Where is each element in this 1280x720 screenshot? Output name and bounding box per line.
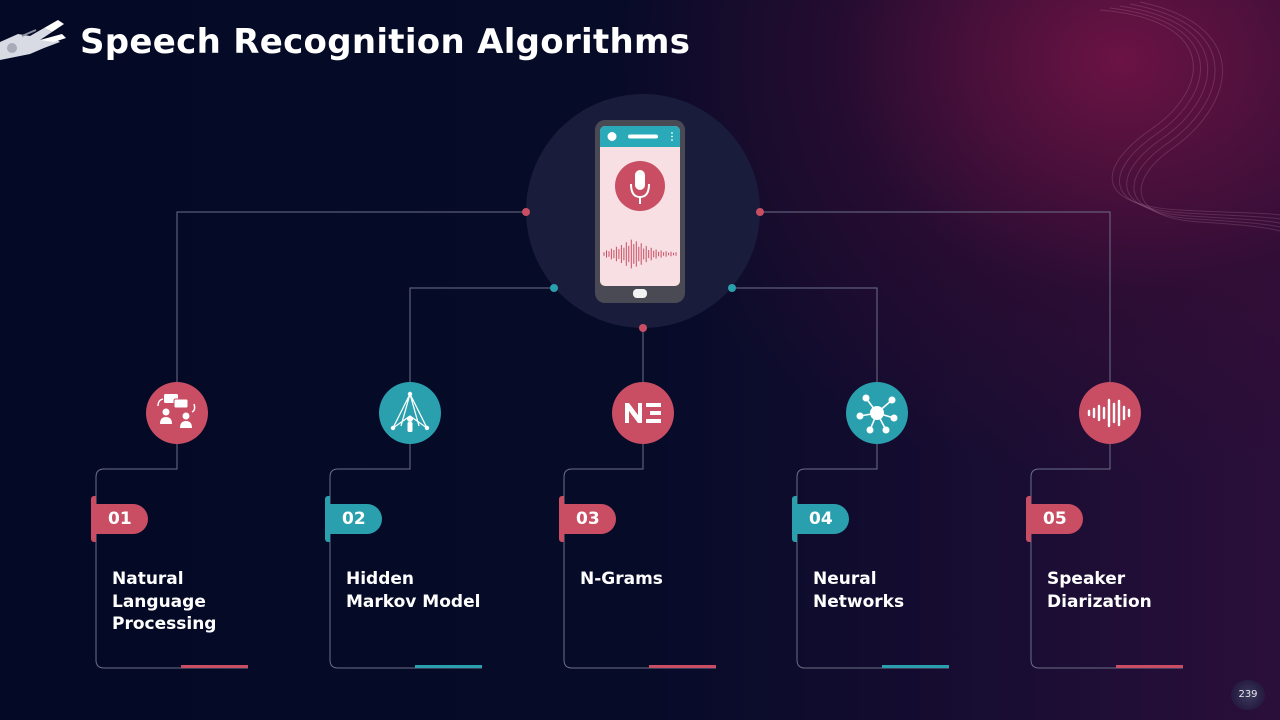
card-accent-strip xyxy=(415,665,482,668)
network-triangle-icon xyxy=(379,382,441,444)
item-number-badge: 05 xyxy=(1026,496,1083,542)
item-label-neural-networks: Neural Networks xyxy=(813,569,905,612)
card-accent-strip xyxy=(882,665,949,668)
item-label-speaker-diarization: Speaker Diarization xyxy=(1047,569,1152,612)
n-grams-logo-icon xyxy=(612,382,674,444)
card-accent-strip xyxy=(181,665,248,668)
item-label-hidden-markov-model: Hidden Markov Model xyxy=(346,569,481,612)
item-number-badge: 03 xyxy=(559,496,616,542)
card-accent-strip xyxy=(1116,665,1183,668)
item-label-natural-language-processing: Natural Language Processing xyxy=(112,569,217,634)
robot-hand-icon xyxy=(0,20,66,60)
item-number-badge: 02 xyxy=(325,496,382,542)
item-label-n-grams: N-Grams xyxy=(580,569,663,589)
sound-wave-icon xyxy=(1079,382,1141,444)
page-number: 239 xyxy=(1231,680,1265,710)
neural-network-icon xyxy=(846,382,908,444)
people-chat-icon xyxy=(146,382,208,444)
item-number-badge: 01 xyxy=(91,496,148,542)
smartphone-microphone-icon xyxy=(595,120,685,303)
item-number-badge: 04 xyxy=(792,496,849,542)
card-accent-strip xyxy=(649,665,716,668)
page-title: Speech Recognition Algorithms xyxy=(80,22,691,62)
